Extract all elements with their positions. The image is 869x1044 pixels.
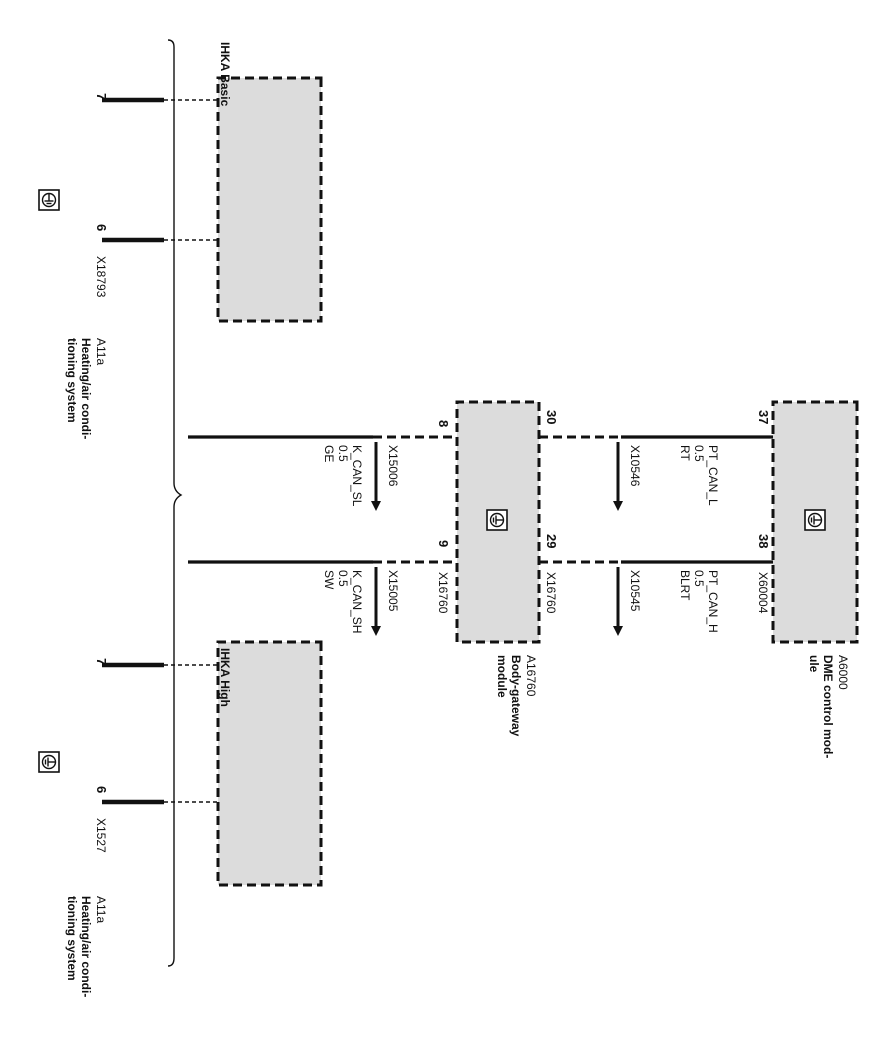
gateway-connector-right: X16760 (544, 572, 558, 614)
ground-symbol-icon (486, 509, 508, 531)
dme-connector: X60004 (756, 572, 770, 614)
hvac-basic-name-2: tioning system (65, 338, 79, 423)
hvac-basic-id: A11a (94, 338, 108, 365)
hvac-basic-pin-top: 7 (94, 93, 109, 100)
k-can-sh-size: 0.5 (336, 570, 350, 587)
gateway-pin-right-bottom: 29 (544, 534, 559, 548)
pt-can-l-color: RT (678, 445, 692, 461)
hvac-high-pin-bottom: 6 (94, 786, 109, 793)
hvac-basic-connector: X18793 (94, 256, 108, 298)
dme-name-1: DME control mod- (821, 655, 835, 758)
gateway-name-2: module (495, 655, 509, 698)
dme-id: A6000 (836, 655, 850, 690)
pt-can-l-signal: PT_CAN_L (706, 445, 720, 506)
pt-can-l-size: 0.5 (692, 445, 706, 462)
dme-module: 37 38 X60004 A6000 DME control mod- ule (756, 400, 859, 758)
gateway-pin-right-top: 30 (544, 410, 559, 424)
hvac-high-pin-top: 7 (94, 658, 109, 665)
diagram-rotated: 7 6 X18793 A11a Heating/air condi- tioni… (38, 39, 859, 997)
dme-pin-bottom: 38 (756, 534, 771, 548)
k-can-sl-color: GE (322, 445, 336, 462)
ground-symbol-icon (38, 751, 60, 773)
hvac-high-name-2: tioning system (65, 896, 79, 981)
gateway-id: A16760 (524, 655, 538, 697)
pt-can-h-size: 0.5 (692, 570, 706, 587)
hvac-basic-module: 7 6 X18793 A11a Heating/air condi- tioni… (38, 76, 323, 439)
pt-can-l-splice: X10546 (628, 445, 642, 487)
hvac-basic-name-1: Heating/air condi- (79, 338, 93, 439)
ground-symbol-icon (38, 189, 60, 211)
gateway-pin-left-bottom: 9 (436, 540, 451, 547)
k-can-sl-splice: X15006 (386, 445, 400, 487)
hvac-high-module: 7 6 X1527 A11a Heating/air condi- tionin… (38, 640, 323, 997)
k-can-sh-splice: X15005 (386, 570, 400, 612)
hvac-high-id: A11a (94, 896, 108, 923)
pt-can-h-splice: X10545 (628, 570, 642, 612)
hvac-high-name-1: Heating/air condi- (79, 896, 93, 997)
hvac-high-connector: X1527 (94, 818, 108, 853)
hvac-high-box (216, 640, 323, 887)
pt-can-wires: X10546 PT_CAN_L 0.5 RT X10545 PT_CAN_H 0… (539, 435, 773, 636)
gateway-name-1: Body-gateway (509, 655, 523, 737)
group-high-label: IHKA High (218, 648, 232, 707)
pt-can-h-color: BLRT (678, 570, 692, 601)
group-basic-label: IHKA Basic (218, 42, 232, 107)
hvac-basic-box (216, 76, 323, 323)
k-can-wires: X15006 K_CAN_SL 0.5 GE X15005 K_CAN_SH 0… (188, 435, 457, 636)
gateway-pin-left-top: 8 (436, 420, 451, 427)
dme-pin-top: 37 (756, 410, 771, 424)
hvac-basic-pin-bottom: 6 (94, 224, 109, 231)
k-can-sl-size: 0.5 (336, 445, 350, 462)
gateway-module: 8 9 X16760 30 29 X16760 A16760 Body-gate… (436, 400, 559, 737)
gateway-connector-left: X16760 (436, 572, 450, 614)
dme-name-2: ule (807, 655, 821, 673)
k-can-sl-signal: K_CAN_SL (350, 445, 364, 507)
k-can-sh-color: SW (322, 570, 336, 590)
pt-can-h-signal: PT_CAN_H (706, 570, 720, 633)
group-bracket (167, 39, 183, 967)
ground-symbol-icon (804, 509, 826, 531)
k-can-sh-signal: K_CAN_SH (350, 570, 364, 633)
